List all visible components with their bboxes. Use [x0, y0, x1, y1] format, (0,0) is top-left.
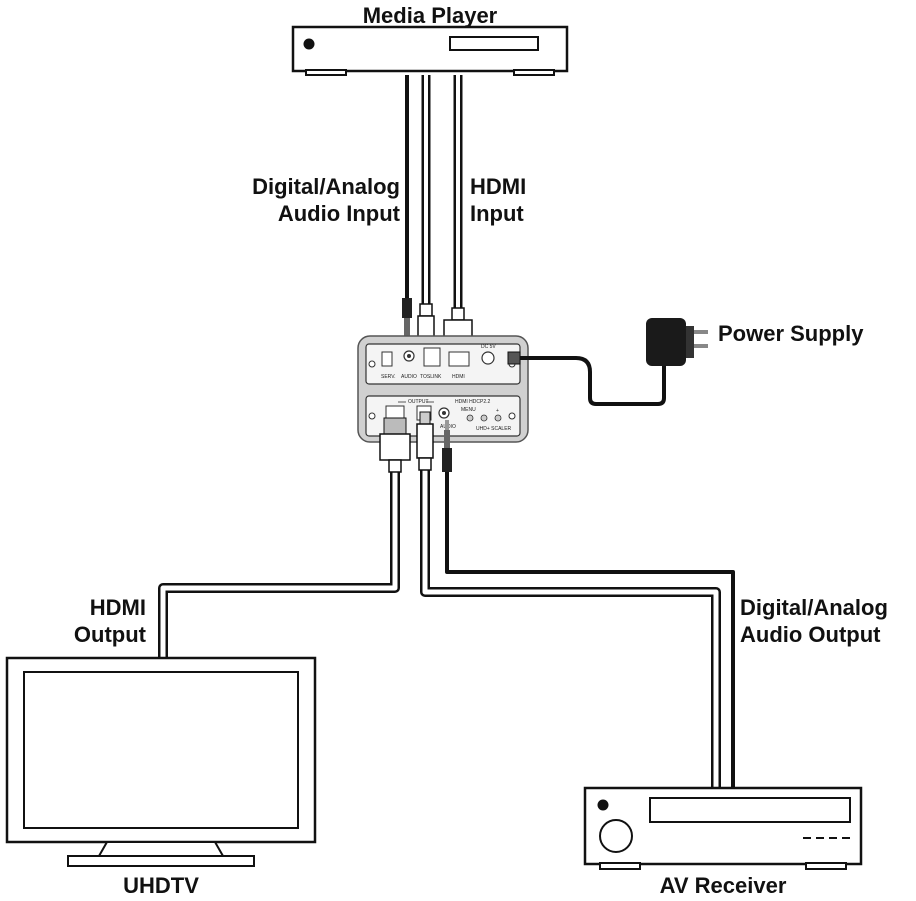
- scaler-device: SERV. AUDIO TOSLINK HDMI DC 5V OUTPUT AU…: [357, 335, 529, 443]
- plus-label: +: [496, 408, 499, 414]
- port-label-serv: SERV.: [381, 374, 395, 380]
- power-cable: [507, 351, 666, 406]
- hdmi-output-plug: [379, 417, 411, 473]
- menu-label: MENU: [461, 407, 476, 413]
- port-label-audio: AUDIO: [401, 374, 417, 380]
- uhdtv-device: [5, 656, 317, 867]
- scaler-label: UHD+ SCALER: [476, 426, 512, 432]
- av-receiver-device: [583, 786, 863, 870]
- port-label-toslink: TOSLINK: [420, 374, 442, 380]
- audio-input-label-1: Digital/Analog: [252, 174, 400, 199]
- brand-label: HDMI HDCP2.2: [455, 399, 491, 405]
- hdmi-input-label-1: HDMI: [470, 174, 527, 199]
- power-supply-adapter: [646, 318, 708, 366]
- audio-output-cable: [445, 470, 735, 790]
- hdmi-output-label-2: Output: [73, 622, 146, 647]
- media-player-label: Media Player: [362, 3, 498, 28]
- av-receiver-label: AV Receiver: [659, 873, 787, 898]
- audio-output-plug: [442, 420, 452, 472]
- audio-output-label-1: Digital/Analog: [740, 595, 888, 620]
- output-label: OUTPUT: [408, 399, 429, 405]
- power-supply-label: Power Supply: [718, 321, 864, 346]
- uhdtv-label: UHDTV: [123, 873, 199, 898]
- hdmi-output-label-1: HDMI: [89, 595, 146, 620]
- audio-input-label-2: Audio Input: [277, 201, 400, 226]
- dc-label: DC 5V: [481, 344, 496, 350]
- hdmi-input-label-2: Input: [470, 201, 524, 226]
- input-cables: [405, 75, 463, 310]
- toslink-output-plug: [416, 411, 434, 471]
- media-player-device: [291, 25, 569, 76]
- port-label-hdmi: HDMI: [452, 374, 465, 380]
- toslink-output-cable: [420, 470, 721, 790]
- hdmi-output-cable: [158, 470, 400, 660]
- audio-output-label-2: Audio Output: [740, 622, 881, 647]
